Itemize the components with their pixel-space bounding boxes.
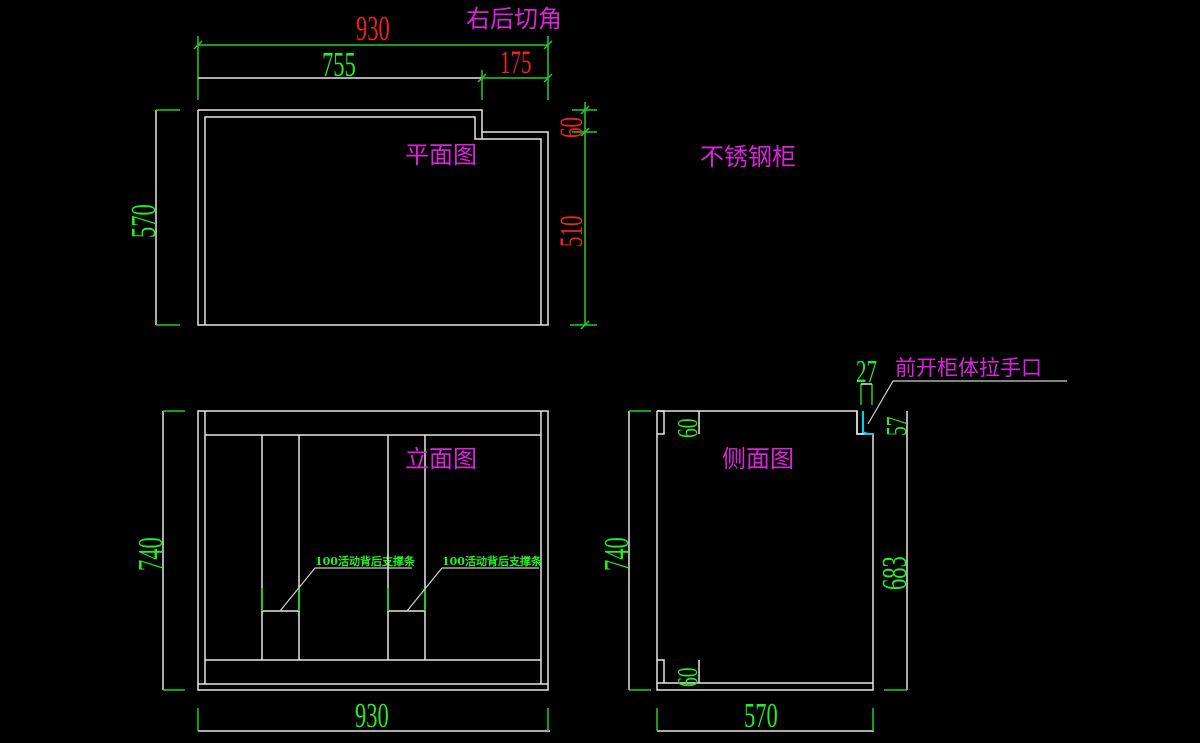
dim-elevation-height-value: 740 <box>132 537 170 571</box>
support-bar-left: 100活动背后支撑条 <box>261 435 416 660</box>
plan-cut-note: 右后切角 <box>466 5 562 33</box>
elevation-outline-outer <box>197 410 549 691</box>
dim-plan-main-width-value: 755 <box>322 46 356 84</box>
dim-elevation-width-value: 930 <box>355 697 389 735</box>
side-view: 60 60 57 侧面图 27 前开柜体拉手口 740 683 <box>598 354 1067 735</box>
dim-side-handle-height-value: 57 <box>882 416 913 436</box>
dim-side-bottom-rail-value: 60 <box>673 667 704 687</box>
side-view-label: 侧面图 <box>722 445 794 473</box>
plan-outline-outer <box>197 109 549 326</box>
plan-outline-inner <box>204 116 542 325</box>
dim-plan-cut-depth-value: 60 <box>552 117 589 138</box>
dim-side-height: 740 <box>598 410 651 691</box>
dim-side-height-value: 740 <box>598 537 636 571</box>
dim-plan-cut-width-value: 175 <box>500 43 531 80</box>
dim-side-inner-height: 683 <box>876 556 914 691</box>
dim-plan-depth-value: 570 <box>125 204 163 238</box>
dim-plan-remaining-depth-value: 510 <box>552 216 589 247</box>
support-bar-right: 100活动背后支撑条 <box>387 435 543 660</box>
dim-elevation-height: 740 <box>132 410 185 691</box>
handle-note: 前开柜体拉手口 <box>895 356 1042 380</box>
handle-leader <box>867 380 1067 425</box>
support-bar-left-note: 100活动背后支撑条 <box>315 554 416 568</box>
dim-side-depth: 570 <box>656 697 874 735</box>
handle-cutout <box>862 411 873 435</box>
plan-view-label: 平面图 <box>405 141 477 169</box>
dim-side-inner-height-value: 683 <box>876 556 914 590</box>
dim-side-handle-width: 27 <box>856 354 877 405</box>
plan-view: 平面图 右后切角 930 755 175 570 <box>125 5 597 330</box>
dim-side-depth-value: 570 <box>744 697 778 735</box>
dim-plan-cut-width: 175 <box>477 43 553 83</box>
dim-plan-total-width: 930 <box>193 10 553 100</box>
elevation-view: 100活动背后支撑条 100活动背后支撑条 立面图 740 930 <box>132 410 550 735</box>
support-bar-right-note: 100活动背后支撑条 <box>442 554 543 568</box>
dim-plan-depth: 570 <box>125 109 180 326</box>
dim-plan-right: 60 510 <box>552 102 597 330</box>
elevation-view-label: 立面图 <box>405 445 477 473</box>
dim-side-top-rail-value: 60 <box>673 418 704 438</box>
dim-elevation-width: 930 <box>197 697 550 735</box>
dim-plan-total-width-value: 930 <box>356 10 390 48</box>
dim-plan-main-width: 755 <box>198 46 483 100</box>
drawing-title: 不锈钢柜 <box>700 143 796 171</box>
dim-side-handle-width-value: 27 <box>856 354 877 389</box>
